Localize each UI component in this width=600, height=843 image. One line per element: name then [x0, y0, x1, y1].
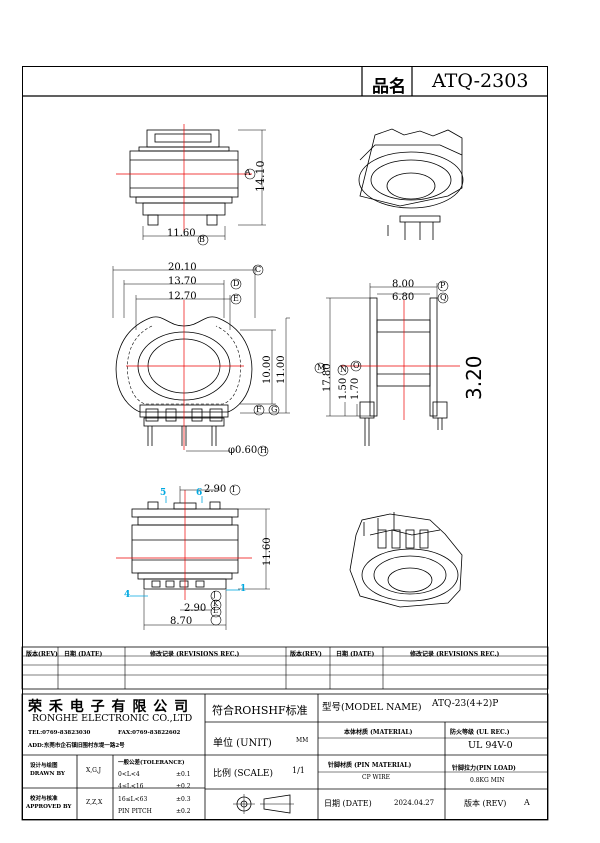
- iso-view-top: [358, 128, 464, 240]
- rev-value: A: [524, 798, 530, 807]
- marker-j: J: [213, 591, 216, 599]
- dim-1-50: 1.50: [338, 377, 349, 400]
- date-label: 日期 (DATE): [324, 799, 372, 808]
- company-fax: FAX:0769-83822602: [118, 730, 181, 736]
- flame-rating-value: UL 94V-0: [468, 740, 513, 751]
- dim-20-10: 20.10: [168, 262, 197, 273]
- marker-a: A: [245, 168, 251, 177]
- tolerance-title: 一般公差(TOLERANCE): [118, 760, 185, 766]
- marker-m: M: [317, 363, 326, 372]
- company-tel: TEL:0769-83823030: [28, 730, 91, 736]
- side-profile-view: [359, 297, 448, 446]
- marker-p: P: [440, 281, 446, 290]
- tol-range-1: 0<L<4: [118, 771, 140, 778]
- dim-14-10: 14.10: [254, 160, 267, 193]
- approved-by: Z,Z,X: [86, 799, 103, 806]
- marker-q: Q: [440, 293, 447, 302]
- unit-label: 单位 (UNIT): [213, 738, 272, 749]
- marker-b: B: [199, 235, 205, 244]
- tol-value-1: ±0.1: [176, 771, 191, 778]
- marker-n: N: [340, 365, 347, 374]
- pin-1-label: 1: [240, 584, 247, 594]
- model-name-label: 型号(MODEL NAME): [322, 702, 422, 713]
- material-label: 本体材质 (MATERIAL): [344, 729, 413, 736]
- dim-12-70: 12.70: [168, 291, 197, 302]
- name-label: 品名: [372, 77, 406, 97]
- designed-label-en: DRAWN BY: [30, 771, 65, 777]
- iso-view-bottom: [349, 512, 463, 608]
- tol-value-3: ±0.3: [176, 796, 191, 803]
- pin-6-label: 6: [196, 488, 203, 498]
- dim-2-90-b: 2.90: [184, 603, 207, 614]
- dim-3-20: 3.20: [462, 355, 486, 400]
- marker-e: E: [233, 294, 239, 303]
- flame-rating-label: 防火等级 (UL REC.): [450, 729, 510, 736]
- company-name-en: RONGHE ELECTRONIC CO.,LTD: [32, 713, 193, 724]
- scale-value: 1/1: [292, 766, 305, 775]
- drawing-frame: [22, 66, 548, 820]
- tol-range-4: PIN PITCH: [118, 808, 152, 815]
- marker-g: G: [271, 405, 278, 414]
- marker-o: O: [353, 361, 360, 370]
- dim-8-00: 8.00: [392, 279, 415, 290]
- rev-col-header: 版本(REV): [26, 651, 58, 658]
- rev-col-header-2: 版本(REV): [290, 651, 322, 658]
- marker-f: F: [256, 405, 262, 414]
- marker-d: D: [233, 279, 240, 288]
- rohs-compliance: 符合ROHSHF标准: [212, 704, 308, 717]
- marker-l: L: [213, 607, 218, 615]
- record-col-header-2: 修改记录 (REVISIONS REC.): [410, 651, 500, 658]
- dim-11-60-b: 11.60: [262, 537, 273, 566]
- tol-range-2: 4≤L<16: [118, 783, 144, 790]
- designed-by: X,G,J: [86, 767, 102, 774]
- rev-label: 版本 (REV): [464, 799, 507, 808]
- dim-2-90: 2.90: [204, 484, 227, 495]
- tol-value-4: ±0.2: [176, 808, 191, 815]
- dim-8-70: 8.70: [170, 616, 193, 627]
- record-col-header: 修改记录 (REVISIONS REC.): [150, 651, 240, 658]
- marker-k: K: [213, 600, 219, 608]
- company-address: ADD:东莞市企石镇旧围村东堤一路2号: [28, 743, 125, 749]
- pin-load-value: 0.8KG MIN: [470, 777, 505, 784]
- marker-i: I: [232, 485, 236, 494]
- scale-label: 比例 (SCALE): [213, 769, 273, 779]
- approved-label: 校对与核准: [30, 796, 58, 802]
- unit-value: MM: [296, 737, 309, 744]
- pin-4-label: 4: [124, 590, 131, 600]
- dim-11-00: 11.00: [276, 355, 287, 384]
- dim-phi-0-60: φ0.60: [228, 445, 258, 456]
- date-col-header: 日期 (DATE): [64, 651, 103, 658]
- dim-11-60: 11.60: [167, 228, 196, 239]
- part-number: ATQ-2303: [432, 70, 529, 92]
- designed-label: 设计与绘图: [30, 763, 58, 769]
- pin-material-value: CP WIRE: [362, 774, 390, 781]
- date-value: 2024.04.27: [394, 799, 435, 807]
- marker-c: C: [255, 265, 262, 274]
- dim-1-70: 1.70: [350, 377, 361, 400]
- marker-h: H: [260, 446, 267, 455]
- tol-value-2: ±0.2: [176, 783, 191, 790]
- pin-load-label: 针脚拉力(PIN LOAD): [452, 765, 516, 772]
- approved-label-en: APPROVED BY: [26, 804, 72, 810]
- pin-material-label: 针脚材质 (PIN MATERIAL): [328, 762, 412, 769]
- dim-6-80: 6.80: [392, 292, 415, 303]
- dim-10-00: 10.00: [262, 355, 273, 384]
- company-name-cn: 荣 禾 电 子 有 限 公 司: [28, 699, 190, 715]
- pin-5-label: 5: [160, 488, 167, 498]
- date-col-header-2: 日期 (DATE): [336, 651, 375, 658]
- tol-range-3: 16≤L<63: [118, 796, 148, 803]
- dim-13-70: 13.70: [168, 276, 197, 287]
- model-name-value: ATQ-23(4+2)P: [432, 699, 499, 709]
